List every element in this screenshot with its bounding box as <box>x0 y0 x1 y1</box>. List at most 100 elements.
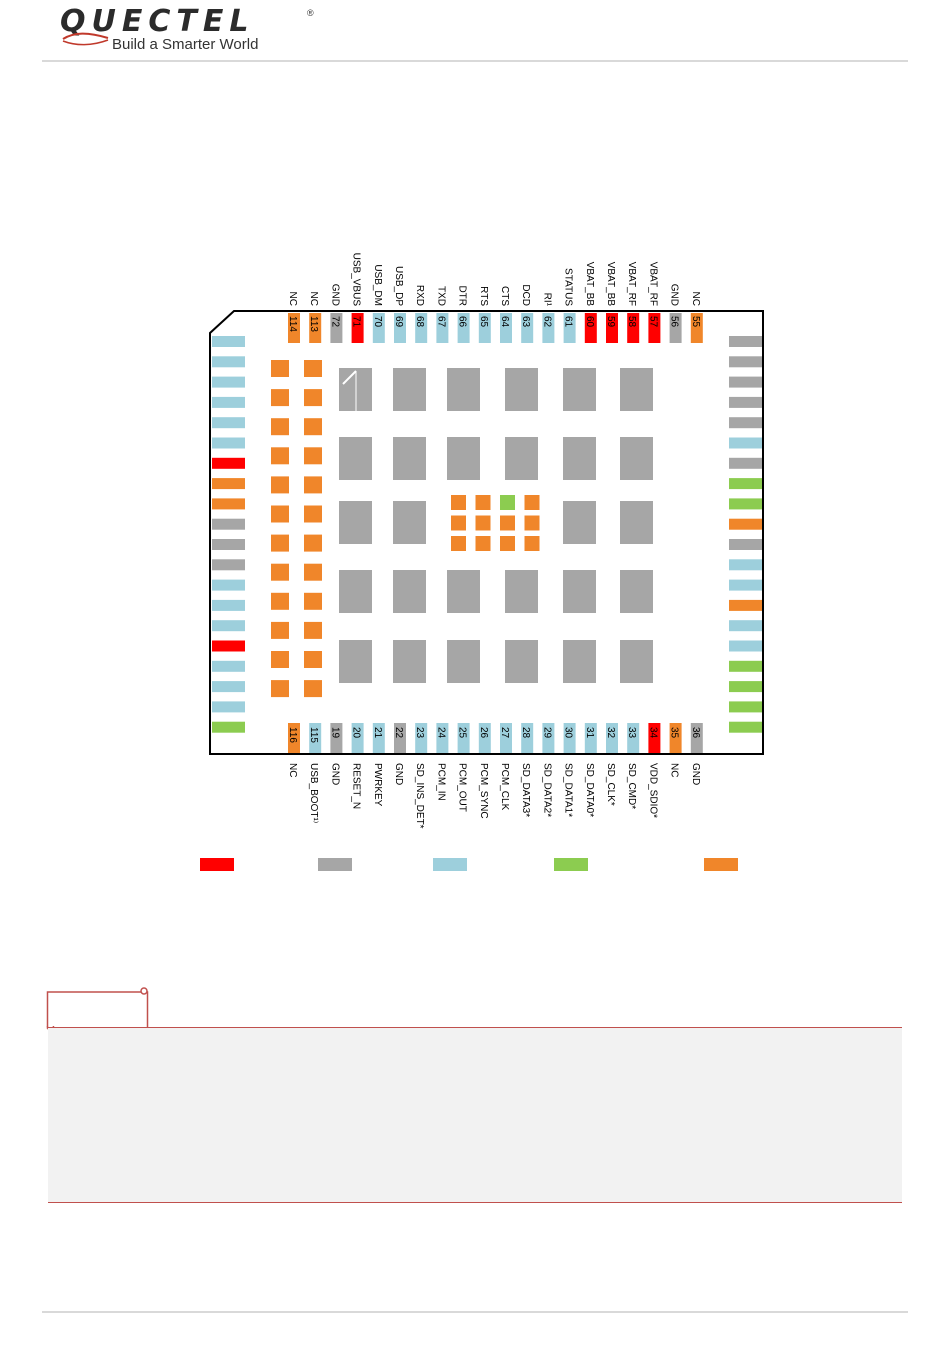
top-pin <box>457 313 470 343</box>
inner-pad <box>271 389 289 407</box>
pin-label: RI¹ <box>541 293 552 307</box>
pin-label: PCM_CLK <box>499 763 510 811</box>
ground-pad <box>505 640 538 683</box>
center-pad <box>500 495 515 510</box>
top-pin <box>415 313 428 343</box>
left-pin <box>212 599 245 611</box>
legend-swatch-gnd <box>318 858 352 871</box>
bottom-pin <box>690 723 703 753</box>
right-pin <box>729 599 762 611</box>
inner-pad <box>271 621 289 639</box>
pin-number: 115 <box>308 727 319 743</box>
left-pin <box>212 457 245 469</box>
pin-number: 114 <box>287 316 298 332</box>
inner-pad <box>271 476 289 494</box>
ground-pad <box>447 570 480 613</box>
right-pin <box>729 620 762 632</box>
right-pin <box>729 559 762 571</box>
pin-label: RXD <box>414 285 425 306</box>
right-pins <box>729 336 762 733</box>
pin-label: PWRKEY <box>372 763 383 807</box>
pin-label: SD_DATA2* <box>541 763 552 817</box>
pin-label: SD_INS_DET* <box>414 763 425 829</box>
pin-label: NC <box>690 292 701 306</box>
inner-pad <box>271 505 289 523</box>
pin-number: 59 <box>605 316 616 328</box>
pin-number: 69 <box>393 316 404 328</box>
right-pin <box>729 681 762 693</box>
pin-label: PCM_SYNC <box>478 763 489 819</box>
bottom-pins: 116NC115USB_BOOT¹⁾19GND20RESET_N21PWRKEY… <box>287 723 703 829</box>
note-tab-icon <box>46 987 149 1031</box>
ground-pad <box>393 437 426 480</box>
pin-label: STATUS <box>563 268 574 306</box>
pin-label: VBAT_RF <box>647 262 658 306</box>
right-pin <box>729 701 762 713</box>
right-pin <box>729 457 762 469</box>
left-pins <box>212 336 245 733</box>
right-pin <box>729 498 762 510</box>
ground-pad <box>563 368 596 411</box>
inner-pad <box>304 389 322 407</box>
bottom-pin <box>330 723 343 753</box>
pin-number: 63 <box>520 316 531 328</box>
bottom-pin <box>584 723 597 753</box>
inner-pad <box>271 418 289 436</box>
pin-label: NC <box>287 292 298 306</box>
pin-label: PCM_OUT <box>457 763 468 812</box>
inner-pad <box>271 651 289 668</box>
ground-pad <box>620 437 653 480</box>
swoosh-icon <box>62 32 109 46</box>
legend-swatch-power <box>200 858 234 871</box>
pin-number: 113 <box>308 316 319 332</box>
pin-label: DTR <box>457 285 468 306</box>
pin-label: GND <box>690 763 701 785</box>
bottom-pin <box>351 723 364 753</box>
bottom-pin <box>415 723 428 753</box>
pin-number: 64 <box>499 316 510 328</box>
ground-pad <box>563 570 596 613</box>
pin-label: PCM_IN <box>435 763 446 801</box>
pin-label: SD_CMD* <box>626 763 637 809</box>
inner-pad <box>304 418 322 436</box>
pin-number: 25 <box>457 727 468 739</box>
center-pad <box>524 515 540 531</box>
inner-pad <box>271 447 289 465</box>
center-pad <box>500 536 515 551</box>
pin-number: 29 <box>541 727 552 739</box>
bottom-pin <box>288 723 300 753</box>
pin-number: 55 <box>690 316 701 328</box>
inner-pad <box>271 360 289 377</box>
top-pin <box>563 313 576 343</box>
ground-pad <box>620 368 653 411</box>
ground-pad <box>447 640 480 683</box>
left-pin <box>212 640 245 652</box>
pin-label: USB_BOOT¹⁾ <box>308 763 319 823</box>
pin-number: 23 <box>414 727 425 739</box>
pin-number: 56 <box>669 316 680 328</box>
right-pin <box>729 721 762 733</box>
quectel-logo: QUECTEL ® Build a Smarter World <box>60 4 330 56</box>
inner-pad <box>271 534 289 552</box>
inner-pad <box>304 621 322 639</box>
inner-pad <box>304 563 322 581</box>
ground-pad <box>505 570 538 613</box>
top-pin <box>436 313 449 343</box>
pin-number: 67 <box>435 316 446 328</box>
header-rule <box>42 60 908 62</box>
inner-pad <box>304 505 322 523</box>
pin-label: VBAT_RF <box>626 262 637 306</box>
ground-pad <box>620 640 653 683</box>
center-pad <box>524 536 540 551</box>
legend-swatch-green <box>554 858 588 871</box>
pin-label: GND <box>393 763 404 785</box>
right-pin <box>729 518 762 530</box>
pin-number: 35 <box>669 727 680 739</box>
ground-pad <box>563 501 596 544</box>
pin-label: USB_DM <box>372 264 383 306</box>
left-pin <box>212 559 245 571</box>
module-outline <box>209 310 764 755</box>
pin-label: RESET_N <box>351 763 362 809</box>
pin-number: 26 <box>478 727 489 739</box>
